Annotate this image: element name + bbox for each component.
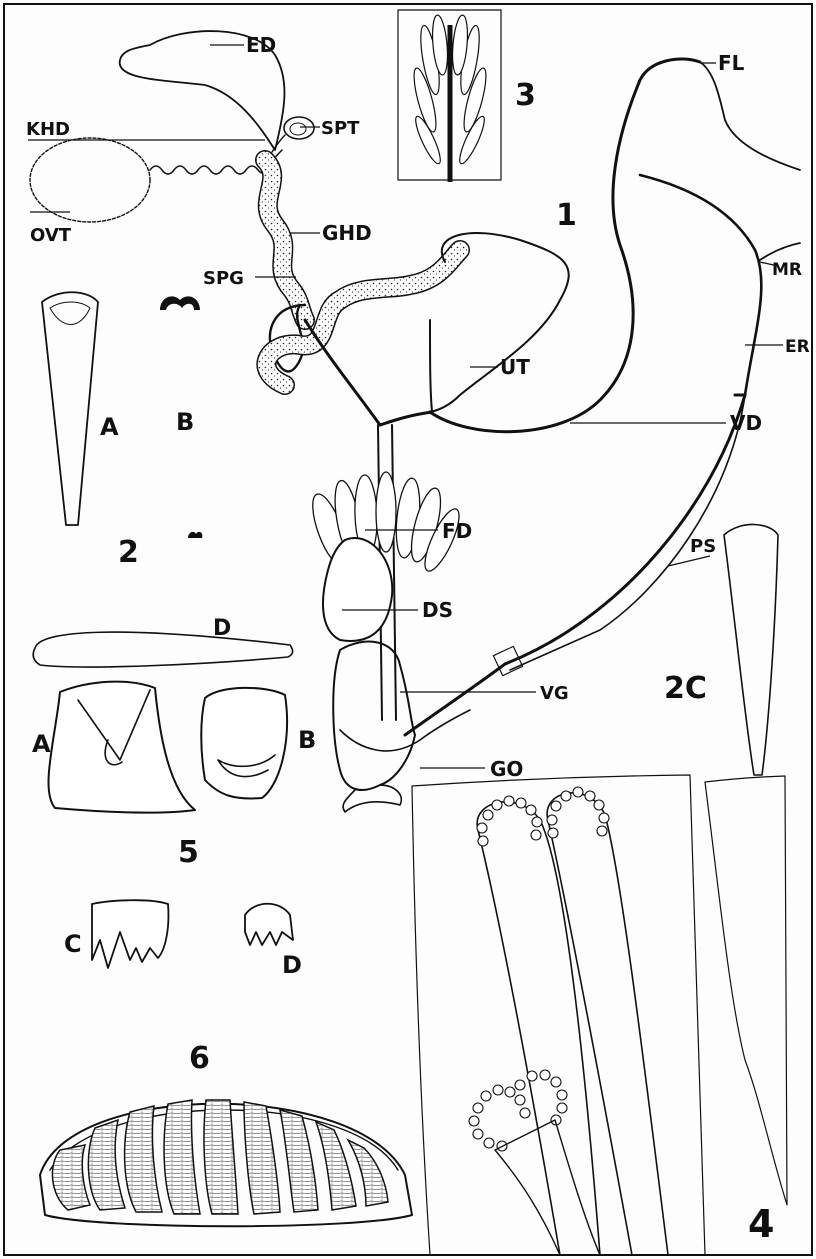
er-branch — [640, 175, 761, 395]
ps-joint — [493, 646, 522, 675]
label-vd: VD — [730, 411, 762, 435]
fig4-bead-rings — [469, 787, 609, 1151]
go-rim — [340, 710, 470, 751]
figure-1-leaders — [28, 45, 783, 768]
fig2-label-c: 2C — [664, 671, 707, 706]
label-mr: MR — [772, 260, 802, 280]
fig6-number: 6 — [189, 1041, 210, 1076]
spt-organ — [284, 117, 314, 139]
label-vg: VG — [540, 683, 569, 704]
figure-4-drawing — [412, 775, 787, 1255]
ds-dart-sac — [323, 538, 392, 641]
figure-6-drawing — [40, 1100, 412, 1226]
ps-sheath — [505, 395, 745, 664]
fig5-plate-a — [49, 682, 195, 813]
figure-5-drawing — [49, 682, 293, 968]
label-ovt: OVT — [30, 225, 72, 246]
fig1-number: 1 — [556, 198, 577, 233]
ps-sheath-edge — [510, 395, 745, 670]
label-go: GO — [490, 757, 523, 781]
label-ghd: GHD — [322, 221, 372, 245]
mr-muscle — [760, 243, 800, 260]
fig2-section-b — [160, 296, 200, 310]
fig2-section-small — [188, 532, 202, 538]
ps-to-go — [405, 664, 505, 735]
fig6-ribs — [52, 1100, 388, 1214]
go-atrium — [333, 642, 415, 790]
fig3-number: 3 — [515, 78, 536, 113]
oviduct — [305, 320, 380, 425]
label-ps: PS — [690, 536, 716, 557]
fig2-label-a: A — [100, 413, 119, 441]
fig4-number: 4 — [748, 1202, 774, 1246]
fig5-tooth-d — [245, 904, 293, 945]
fig4-gland-2 — [547, 793, 668, 1255]
fig5-tooth-c — [92, 900, 168, 968]
figure-3-drawing — [398, 10, 501, 182]
fig2-dart-c — [724, 524, 778, 775]
label-ed: ED — [246, 33, 276, 57]
fig5-label-a: A — [32, 730, 51, 758]
fl-flagellum — [700, 62, 800, 170]
label-ut: UT — [500, 355, 530, 379]
spt-inner — [290, 123, 306, 135]
fig4-gland-1 — [477, 802, 600, 1255]
fig2-dart-d — [33, 632, 292, 667]
label-khd: KHD — [26, 119, 70, 140]
fig2-dart-a — [42, 292, 98, 525]
figure-1-labels: ED SPT KHD OVT GHD SPG UT FL MR ER VD FD… — [26, 33, 810, 781]
fig2-label-b: B — [176, 408, 194, 436]
label-er: ER — [785, 337, 810, 357]
label-spg: SPG — [203, 268, 244, 289]
fig5-label-c: C — [64, 930, 82, 958]
ovt-ovary — [30, 138, 150, 222]
fig4-panel-right — [705, 776, 787, 1205]
fig4-panel-left — [412, 775, 705, 1255]
label-fd: FD — [442, 519, 472, 543]
fig5-plate-b — [201, 688, 287, 799]
fig2-dart-a-head — [50, 302, 90, 325]
oviduct-join — [380, 412, 432, 425]
label-spt: SPT — [321, 118, 360, 139]
label-ds: DS — [422, 598, 453, 622]
fig5-label-b: B — [298, 726, 316, 754]
label-fl: FL — [718, 51, 745, 75]
fig2-number: 2 — [118, 535, 139, 570]
ut-duct-stem — [430, 320, 432, 412]
fig5-label-d: D — [282, 951, 302, 979]
fig2-label-d: D — [213, 616, 231, 641]
fig5-number: 5 — [178, 835, 199, 870]
